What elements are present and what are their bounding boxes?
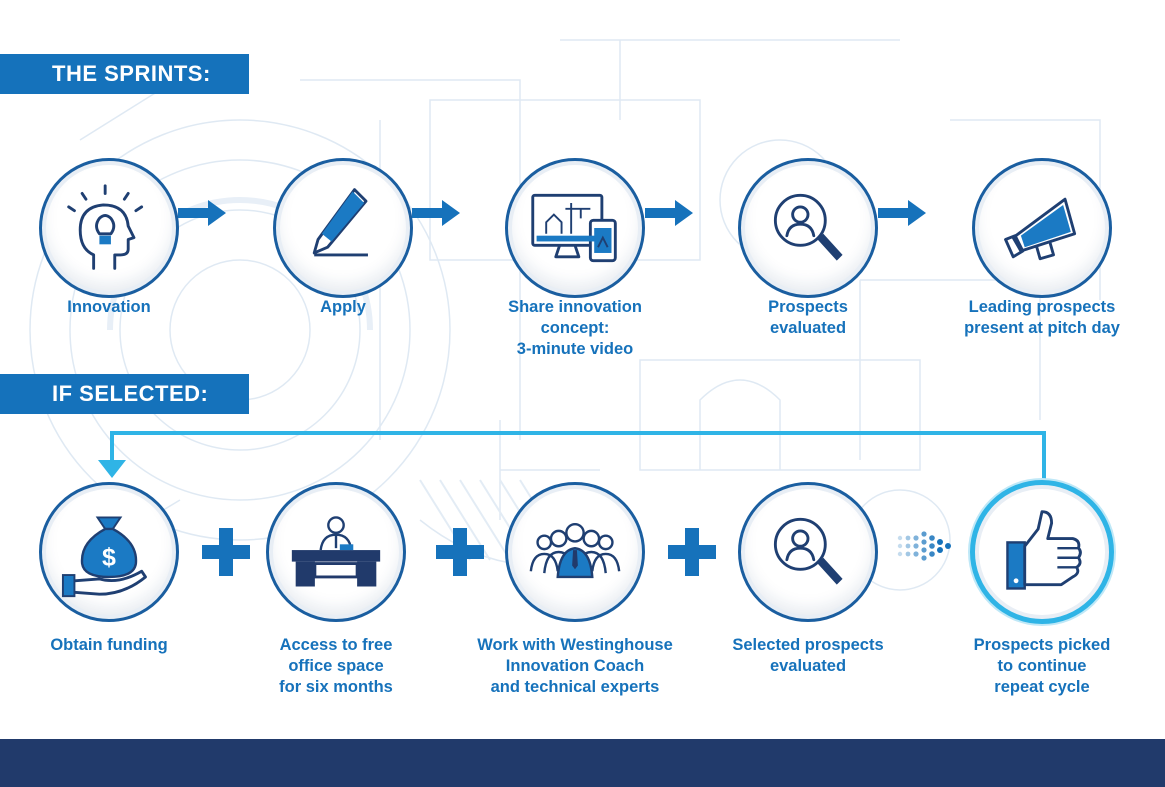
step-selected-prospects-evaluated xyxy=(738,482,878,622)
megaphone-icon xyxy=(1004,197,1077,261)
plus-icon xyxy=(436,528,484,576)
selected-section-banner: IF SELECTED: xyxy=(0,374,249,414)
arrow-right-icon xyxy=(178,200,226,226)
magnifier-person-icon xyxy=(773,517,843,585)
monitor-devices-icon xyxy=(531,193,617,263)
arrow-right-icon xyxy=(412,200,460,226)
sprints-section-banner: THE SPRINTS: xyxy=(0,54,249,94)
arrow-right-icon xyxy=(645,200,693,226)
step-share-concept xyxy=(505,158,645,298)
magnifier-person-icon xyxy=(773,193,843,261)
step-prospects-evaluated xyxy=(738,158,878,298)
svg-text:$: $ xyxy=(102,543,116,571)
step-pitch-day xyxy=(972,158,1112,298)
thumbs-up-icon xyxy=(1006,510,1082,590)
step-obtain-funding: $ xyxy=(39,482,179,622)
step-label: Access to free office space for six mont… xyxy=(279,636,393,696)
step-innovation xyxy=(39,158,179,298)
step-label: Work with Westinghouse Innovation Coach … xyxy=(477,636,673,696)
sprints-section-title: THE SPRINTS: xyxy=(52,61,211,86)
step-apply xyxy=(273,158,413,298)
lightbulb-head-icon xyxy=(67,184,144,270)
step-label: Prospects picked to continue repeat cycl… xyxy=(973,636,1111,696)
step-office-space xyxy=(266,482,406,622)
footer-bar xyxy=(0,739,1165,787)
step-label: Selected prospects evaluated xyxy=(732,636,884,675)
step-label: Leading prospects present at pitch day xyxy=(964,298,1120,337)
arrow-right-icon xyxy=(878,200,926,226)
step-label: Share innovation concept: 3-minute video xyxy=(508,298,642,358)
step-label: Innovation xyxy=(67,298,151,316)
step-label: Prospects evaluated xyxy=(768,298,848,337)
step-work-with-coach xyxy=(505,482,645,622)
plus-icon xyxy=(202,528,250,576)
office-desk-icon xyxy=(291,516,381,587)
pencil-icon xyxy=(312,188,368,257)
step-label: Obtain funding xyxy=(50,636,168,654)
step-label: Apply xyxy=(320,298,366,316)
money-bag-hand-icon: $ xyxy=(61,516,147,598)
team-icon xyxy=(529,522,621,579)
selected-section-title: IF SELECTED: xyxy=(52,381,209,406)
step-repeat-cycle xyxy=(970,480,1114,624)
plus-icon xyxy=(668,528,716,576)
dotted-arrow-icon xyxy=(897,531,951,561)
